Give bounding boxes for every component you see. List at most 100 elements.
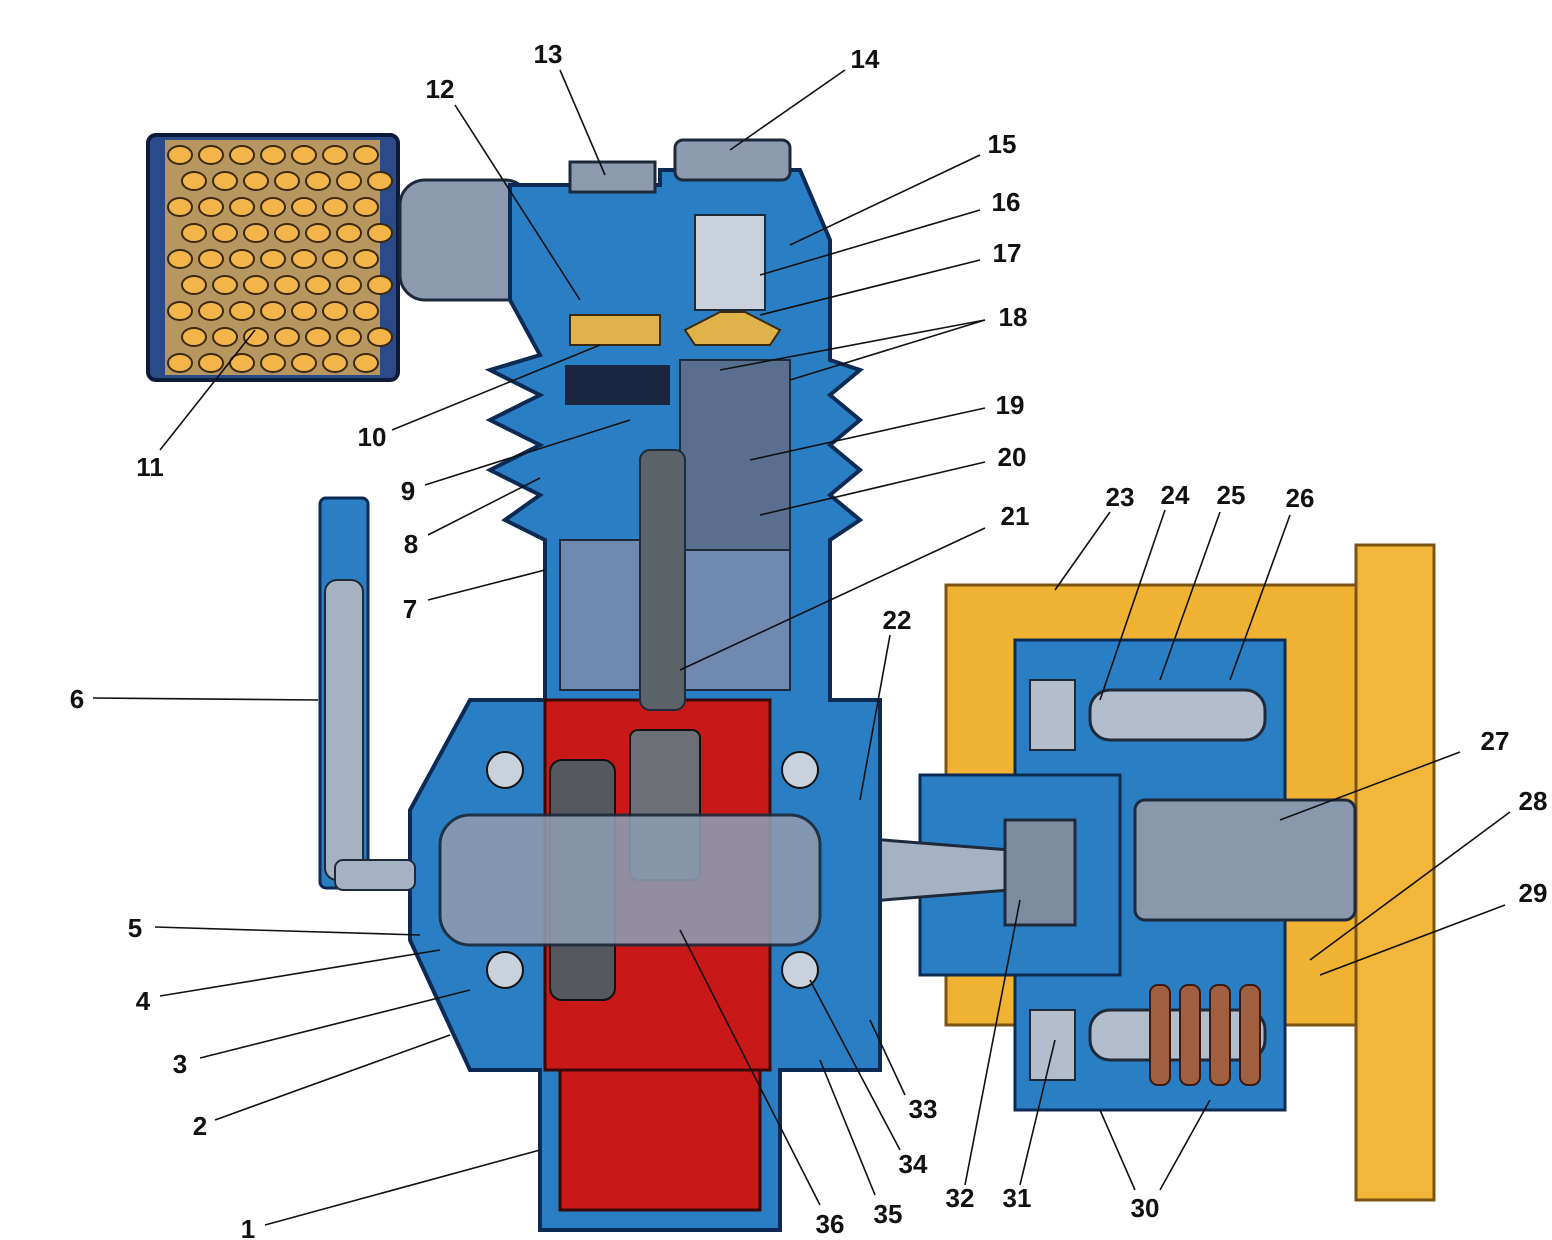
filter-hole — [336, 171, 362, 191]
filter-hole — [274, 327, 300, 347]
leader-line — [789, 319, 986, 381]
leader-line — [427, 569, 546, 601]
filter-hole — [260, 145, 286, 165]
filter-hole — [229, 197, 255, 217]
part-label: 4 — [136, 986, 151, 1016]
part-label: 23 — [1106, 482, 1135, 512]
compressor-body — [408, 138, 882, 1232]
filter-hole — [260, 197, 286, 217]
filter-hole — [336, 275, 362, 295]
filter-hole — [274, 223, 300, 243]
leader-line — [759, 209, 981, 276]
filter-hole — [274, 171, 300, 191]
part-label: 16 — [992, 187, 1021, 217]
part-label: 10 — [358, 422, 387, 452]
filter-hole — [181, 171, 207, 191]
leader-line — [749, 407, 986, 461]
leader-line — [869, 1019, 906, 1096]
leader-line — [859, 634, 891, 801]
part-label: 31 — [1003, 1183, 1032, 1213]
filter-hole — [367, 327, 393, 347]
part-label: 1 — [241, 1214, 255, 1240]
filter-hole — [198, 301, 224, 321]
filter-hole — [212, 171, 238, 191]
leader-line — [1159, 511, 1221, 681]
part-label: 13 — [534, 39, 563, 69]
leader-line — [199, 989, 471, 1059]
leader-line — [559, 69, 606, 176]
filter-hole — [322, 353, 348, 373]
part-label: 29 — [1519, 878, 1548, 908]
filter-hole — [167, 301, 193, 321]
filter-hole — [322, 249, 348, 269]
part-label: 6 — [70, 684, 84, 714]
part-label: 32 — [946, 1183, 975, 1213]
leader-line — [1099, 1109, 1136, 1191]
leader-line — [719, 319, 986, 371]
filter-hole — [353, 197, 379, 217]
leader-line — [964, 899, 1021, 1186]
leader-line — [424, 419, 631, 486]
filter-hole — [229, 249, 255, 269]
leader-line — [391, 344, 601, 431]
filter-hole — [353, 353, 379, 373]
part-label: 20 — [998, 442, 1027, 472]
filter-hole — [181, 275, 207, 295]
leader-line — [1309, 811, 1511, 961]
leader-line — [159, 949, 441, 997]
part-label: 30 — [1131, 1193, 1160, 1223]
filter-hole — [260, 249, 286, 269]
leader-line — [1099, 509, 1166, 701]
filter-hole — [322, 145, 348, 165]
filter-hole — [291, 353, 317, 373]
filter-hole — [243, 275, 269, 295]
leader-line — [759, 461, 986, 516]
filter-hole — [212, 275, 238, 295]
filter-hole — [291, 145, 317, 165]
leader-line — [427, 477, 541, 536]
filter-hole — [212, 223, 238, 243]
part-label: 19 — [996, 390, 1025, 420]
part-label: 33 — [909, 1094, 938, 1124]
part-label: 36 — [816, 1209, 845, 1239]
part-label: 26 — [1286, 483, 1315, 513]
filter-hole — [198, 145, 224, 165]
filter-hole — [243, 223, 269, 243]
filter-hole — [336, 327, 362, 347]
filter-hole — [305, 223, 331, 243]
filter-hole — [336, 223, 362, 243]
filter-hole — [198, 197, 224, 217]
leader-line — [214, 1034, 451, 1121]
filter-hole — [305, 275, 331, 295]
filter-hole — [260, 353, 286, 373]
filter-hole — [291, 197, 317, 217]
filter-hole — [305, 171, 331, 191]
filter-hole — [181, 223, 207, 243]
filter-hole — [260, 301, 286, 321]
filter-hole — [322, 197, 348, 217]
part-label: 18 — [999, 302, 1028, 332]
leader-line — [679, 527, 986, 671]
filter-hole — [367, 171, 393, 191]
part-label: 5 — [128, 913, 142, 943]
part-label: 15 — [988, 129, 1017, 159]
filter-hole — [322, 301, 348, 321]
leader-line — [679, 929, 821, 1206]
leader-line — [454, 104, 581, 301]
filter-hole — [229, 145, 255, 165]
part-label: 24 — [1161, 480, 1190, 510]
filter-hole — [243, 171, 269, 191]
leader-line — [92, 697, 319, 701]
leader-line — [759, 259, 981, 316]
leader-line — [1159, 1099, 1211, 1191]
filter-hole — [167, 353, 193, 373]
filter-hole — [353, 249, 379, 269]
filter-hole — [291, 301, 317, 321]
filter-hole — [229, 301, 255, 321]
filter-hole — [353, 301, 379, 321]
leader-line — [1019, 1039, 1056, 1186]
part-label: 9 — [401, 476, 415, 506]
part-label: 12 — [426, 74, 455, 104]
filter-hole — [167, 145, 193, 165]
